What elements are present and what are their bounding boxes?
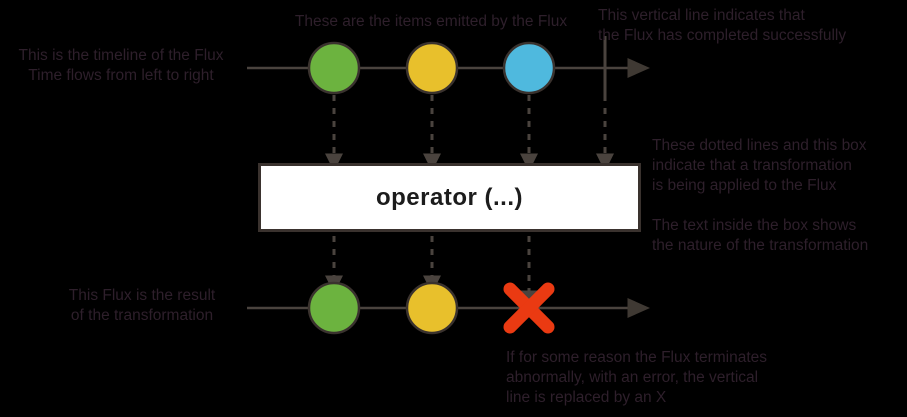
annotation-dotted-lines: These dotted lines and this box indicate… xyxy=(652,137,867,194)
marble-green-result xyxy=(307,281,361,335)
annotation-items-emitted: These are the items emitted by the Flux xyxy=(294,13,568,30)
annotation-error-termination: If for some reason the Flux terminates a… xyxy=(506,349,768,406)
source-timeline-group xyxy=(247,36,650,100)
dashed-connectors-into-operator xyxy=(325,95,614,172)
marble-yellow-result xyxy=(405,281,459,335)
annotation-box-text: The text inside the box shows the nature… xyxy=(652,217,869,254)
operator-box-label: operator (...) xyxy=(375,183,523,211)
marble-blue-source xyxy=(502,41,556,95)
annotation-completion-line: This vertical line indicates that the Fl… xyxy=(598,7,847,44)
operator-box: operator (...) xyxy=(258,163,641,232)
annotation-result-flux: This Flux is the result of the transform… xyxy=(68,287,216,324)
error-x-icon xyxy=(503,282,555,334)
marble-yellow-source xyxy=(405,41,459,95)
result-timeline-group xyxy=(247,281,650,335)
annotation-timeline: This is the timeline of the Flux Time fl… xyxy=(18,47,224,84)
marble-green-source xyxy=(307,41,361,95)
dashed-connectors-out-of-operator xyxy=(325,236,538,309)
